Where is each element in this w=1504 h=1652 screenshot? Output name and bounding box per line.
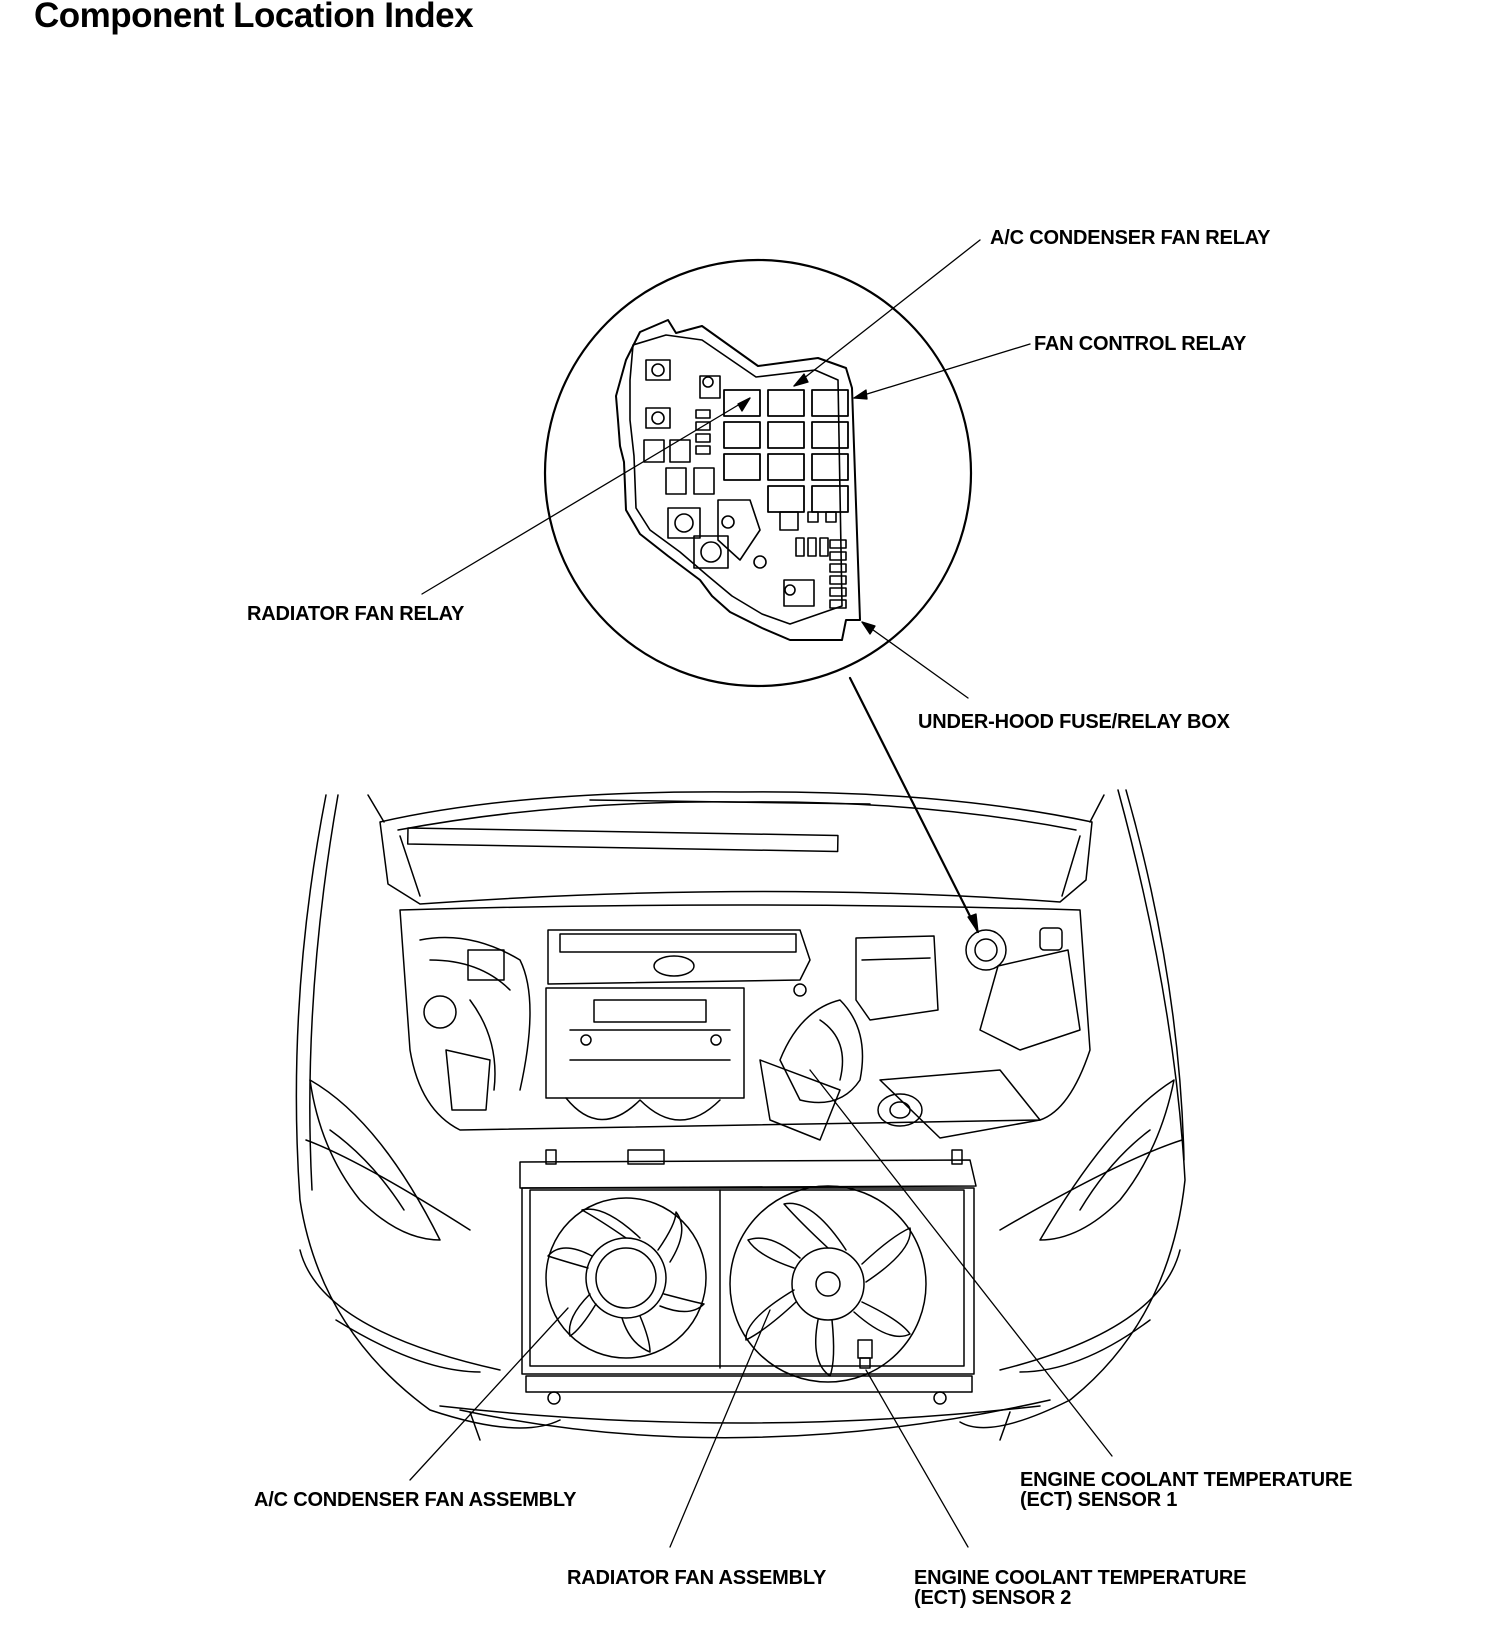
vehicle-illustration [296,790,1185,1440]
page-title: Component Location Index [34,0,474,35]
fuse-box-outline [616,320,860,640]
radiator-fan [730,1186,926,1382]
ac-condenser-fan [546,1198,706,1358]
leader-fuse-box [862,622,968,698]
leader-ac-condenser-fan-relay [794,240,980,386]
label-ac-condenser-fan-assembly: A/C CONDENSER FAN ASSEMBLY [254,1489,577,1511]
leader-fuse-box-to-engine [850,678,978,932]
label-radiator-fan-assembly: RADIATOR FAN ASSEMBLY [567,1567,827,1589]
label-radiator-fan-relay: RADIATOR FAN RELAY [247,603,465,625]
label-ect-sensor-2: ENGINE COOLANT TEMPERATURE (ECT) SENSOR … [914,1568,1246,1608]
ect-sensor-1-line2: (ECT) SENSOR 1 [1020,1489,1178,1511]
ect-sensor-2-line2: (ECT) SENSOR 2 [914,1587,1072,1609]
label-ect-sensor-1: ENGINE COOLANT TEMPERATURE (ECT) SENSOR … [1020,1470,1352,1510]
leader-lines [410,240,1112,1547]
label-fan-control-relay: FAN CONTROL RELAY [1034,333,1247,355]
label-ac-condenser-fan-relay: A/C CONDENSER FAN RELAY [990,227,1271,249]
ect-sensor-1-line1: ENGINE COOLANT TEMPERATURE [1020,1469,1353,1491]
label-under-hood-fuse-relay-box: UNDER-HOOD FUSE/RELAY BOX [918,711,1230,733]
fuse-box-detail [545,260,971,686]
leader-ect-sensor-1 [810,1070,1112,1456]
detail-zoom-circle [545,260,971,686]
leader-radiator-fan-relay [422,398,750,594]
radiator-assembly [520,1150,976,1404]
leader-ect-sensor-2 [866,1370,968,1547]
leader-radiator-fan-assembly [670,1310,770,1547]
leader-fan-control-relay [854,344,1030,398]
relay-grid [724,390,848,512]
leader-ac-condenser-fan-assembly [410,1308,568,1480]
ect-sensor-2 [858,1340,872,1368]
ect-sensor-2-line1: ENGINE COOLANT TEMPERATURE [914,1567,1247,1589]
